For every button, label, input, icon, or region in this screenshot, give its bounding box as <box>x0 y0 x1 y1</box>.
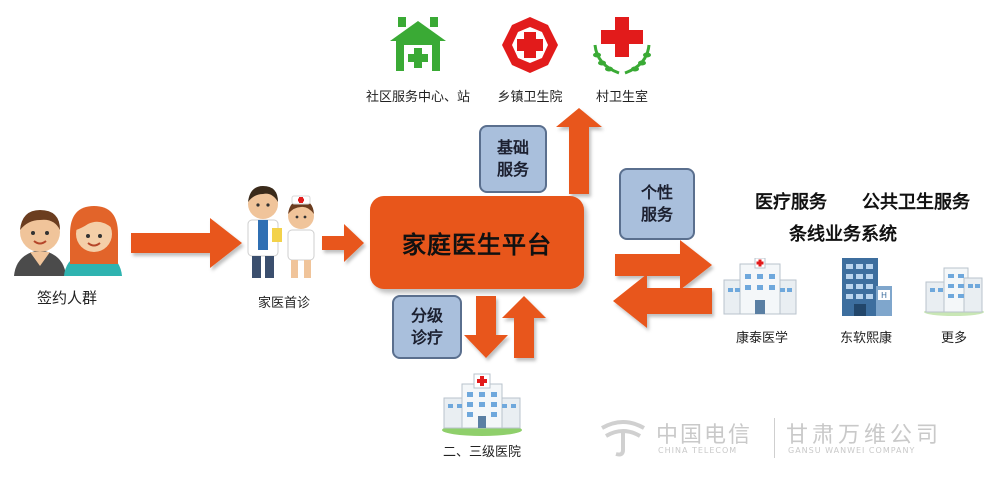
family-doctor-nurse-icon <box>247 186 315 278</box>
watermark-company-cn: 中国电信 <box>656 423 753 448</box>
tertiary-hospital-icon <box>442 373 522 436</box>
signed-group-people-icon <box>14 206 122 276</box>
platform-title: 家庭医生平台 <box>402 231 552 259</box>
kangtai-hospital-icon <box>723 258 797 315</box>
business-systems-heading: 条线业务系统 <box>789 224 897 245</box>
neusoft-xikang-building-icon: H <box>842 258 892 316</box>
tag-personal-services: 个性 服务 <box>619 168 695 240</box>
arrow-hospital-to-platform <box>502 296 546 358</box>
watermark-branch-en: GANSU WANWEI COMPANY <box>788 446 916 455</box>
watermark-branch-cn: 甘肃万维公司 <box>786 423 943 448</box>
public-health-heading: 公共卫生服务 <box>862 192 970 213</box>
red-cross-laurel-icon <box>593 17 651 75</box>
community-health-center-icon <box>390 17 446 71</box>
tag-basic-services: 基础 服务 <box>479 125 547 193</box>
watermark-company-en: CHINA TELECOM <box>658 446 738 455</box>
vendor-label: 康泰医学 <box>735 331 788 346</box>
tertiary-hospital-label: 二、三级医院 <box>442 445 521 460</box>
arrow-systems-to-platform <box>613 274 712 328</box>
more-buildings-icon <box>924 267 984 316</box>
signed-group-label: 签约人群 <box>36 289 97 307</box>
medical-services-heading: 医疗服务 <box>755 192 827 213</box>
red-cross-badge-icon <box>502 17 558 73</box>
top-service-label: 村卫生室 <box>595 90 648 105</box>
watermark-divider <box>774 418 775 458</box>
arrow-platform-to-systems <box>615 240 712 290</box>
top-service-label: 乡镇卫生院 <box>497 90 563 105</box>
arrow-platform-to-basic-services <box>556 108 602 194</box>
tag-tiered-diagnosis: 分级 诊疗 <box>392 295 462 359</box>
family-doctor-platform: 家庭医生平台 <box>370 196 584 289</box>
vendor-label: 东软熙康 <box>839 331 892 346</box>
vendor-label: 更多 <box>940 331 967 346</box>
arrow-signed-to-doctor <box>131 218 242 268</box>
arrow-platform-to-hospital <box>464 296 508 358</box>
top-service-label: 社区服务中心、站 <box>365 90 470 105</box>
arrow-doctor-to-platform <box>322 224 364 262</box>
china-telecom-logo-icon <box>601 420 645 457</box>
svg-text:H: H <box>881 291 887 300</box>
family-doctor-label: 家医首诊 <box>257 296 310 311</box>
